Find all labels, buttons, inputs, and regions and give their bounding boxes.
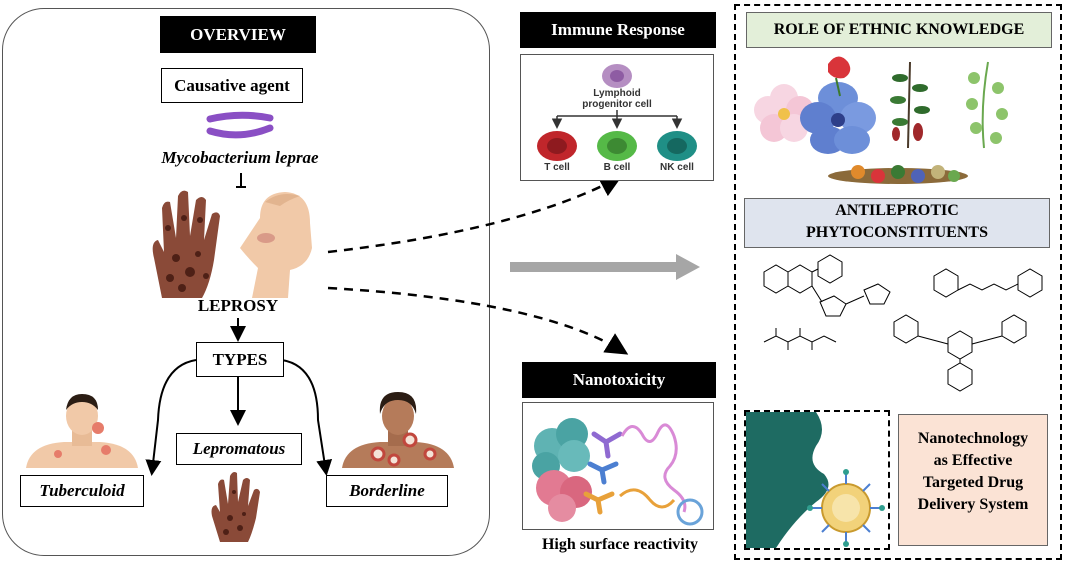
herb-plant-icon (890, 61, 930, 149)
phytoconstituents-title-line2: PHYTOCONSTITUENTS (806, 224, 988, 241)
t-cell-label: T cell (544, 162, 570, 173)
organism-name: Mycobacterium leprae (161, 148, 319, 167)
type-lepromatous: Lepromatous (176, 433, 302, 465)
herbs-spices-icon (828, 165, 968, 184)
disease-label: LEPROSY (197, 296, 279, 315)
nanotech-line4: Delivery System (917, 496, 1029, 513)
target-cell-icon (746, 412, 829, 548)
phytoconstituents-title-box (744, 198, 1050, 248)
b-cell-label: B cell (603, 162, 631, 173)
medicinal-plants-illustration (754, 56, 1008, 184)
nanotoxicity-caption: High surface reactivity (541, 536, 699, 553)
lepromatous-hand-illustration (211, 472, 260, 542)
type-borderline: Borderline (326, 475, 448, 507)
organism-connector (236, 173, 246, 188)
polymer-chain-icon (620, 423, 687, 513)
polyol-structure-icon (763, 328, 837, 350)
borderline-illustration (342, 392, 454, 468)
tannin-structure-icon (893, 314, 1027, 392)
progenitor-label-line2: progenitor cell (582, 99, 652, 110)
antibody-icon (583, 431, 623, 515)
mycobacterium-icon (206, 111, 274, 139)
nanotoxicity-illustration (532, 418, 704, 526)
tuberculoid-illustration (26, 394, 138, 468)
immune-response-title: Immune Response (520, 12, 716, 48)
blue-flower-icon (800, 82, 876, 154)
types-box: TYPES (196, 342, 284, 377)
red-flower-icon (828, 56, 851, 97)
nk-cell-label: NK cell (660, 162, 694, 173)
nanotech-text-box (898, 414, 1048, 546)
causative-agent-box: Causative agent (161, 68, 303, 103)
nanotech-line3: Targeted Drug (922, 474, 1024, 491)
nanoparticle-ring-icon (676, 498, 704, 526)
nanocarrier-illustration (746, 412, 885, 548)
nanotech-line1: Nanotechnology (917, 430, 1029, 447)
flavonoid-structure-icon (763, 254, 891, 317)
overview-title: OVERVIEW (160, 16, 316, 53)
progenitor-label-line1: Lymphoid (593, 88, 641, 99)
role-ethnic-knowledge-title: ROLE OF ETHNIC KNOWLEDGE (746, 12, 1052, 48)
chemical-structures-illustration (763, 254, 1043, 392)
nanotech-line2: as Effective (933, 452, 1013, 469)
leprosy-illustration (152, 190, 312, 298)
phytoconstituents-title-line1: ANTILEPROTIC (835, 202, 959, 219)
right-panel (734, 4, 1062, 560)
overview-arrows (145, 318, 333, 476)
liposome-nanoparticle-icon (807, 469, 885, 547)
protein-cluster-icon (532, 418, 592, 522)
curcuminoid-structure-icon (933, 268, 1043, 298)
type-tuberculoid: Tuberculoid (20, 475, 144, 507)
overview-panel (2, 8, 490, 556)
immune-diagram (537, 64, 697, 161)
pea-plant-icon (966, 61, 1008, 149)
nanotoxicity-title: Nanotoxicity (522, 362, 716, 398)
